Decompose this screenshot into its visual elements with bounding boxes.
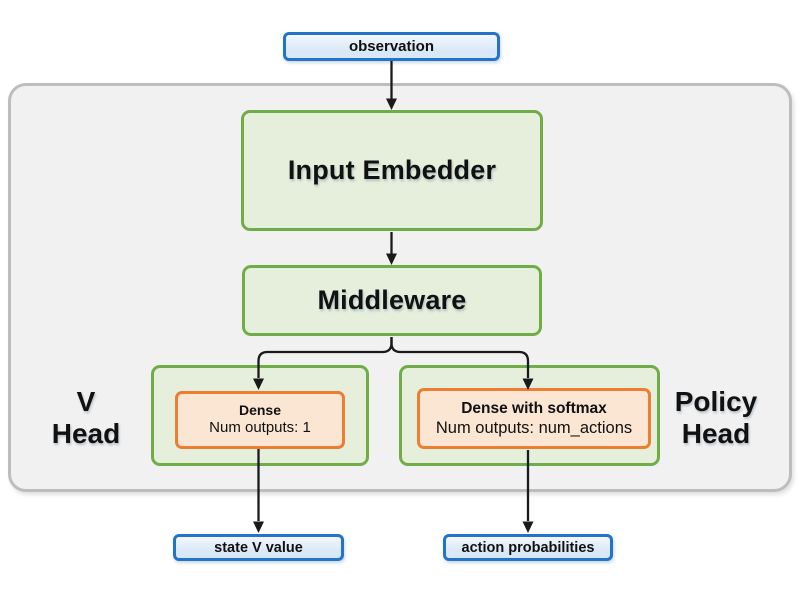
action-probabilities-label: action probabilities: [461, 539, 595, 556]
v-head-dense-box: Dense Num outputs: 1: [175, 391, 345, 449]
observation-label: observation: [348, 38, 435, 55]
state-v-value-box: state V value: [173, 534, 344, 561]
policy-head-label-line1: Policy: [674, 386, 758, 417]
v-head-label-line2: Head: [51, 418, 121, 449]
v-head-dense-subtitle: Num outputs: 1: [209, 419, 311, 437]
policy-head-label-line2: Head: [681, 418, 751, 449]
v-head-dense-title: Dense: [238, 401, 282, 418]
policy-head-label: Policy Head: [656, 386, 776, 450]
middleware-box: Middleware: [242, 265, 542, 336]
arrowhead-action-probabilities: [522, 521, 534, 533]
input-embedder-label: Input Embedder: [287, 155, 497, 185]
policy-head-dense-subtitle: Num outputs: num_actions: [435, 418, 633, 437]
middleware-label: Middleware: [317, 285, 467, 315]
action-probabilities-box: action probabilities: [443, 534, 613, 561]
policy-head-dense-box: Dense with softmax Num outputs: num_acti…: [417, 388, 651, 449]
v-head-label-line1: V: [76, 386, 96, 417]
state-v-value-label: state V value: [214, 539, 303, 556]
v-head-label: V Head: [26, 386, 146, 450]
input-embedder-box: Input Embedder: [241, 110, 543, 231]
observation-box: observation: [283, 32, 500, 61]
arrowhead-state-v-value: [253, 521, 264, 533]
policy-head-dense-title: Dense with softmax: [461, 399, 607, 417]
